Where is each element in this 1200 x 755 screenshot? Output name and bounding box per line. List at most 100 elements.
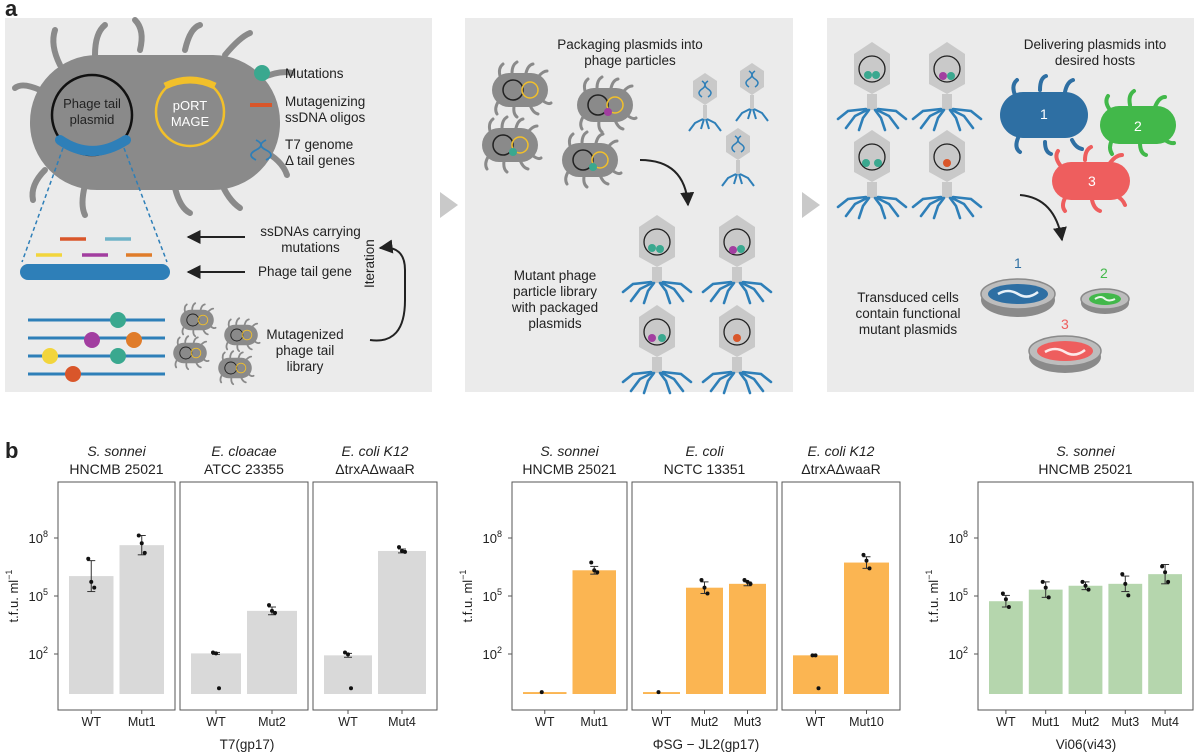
y-tick-label: 108 [483,529,502,546]
data-point [742,577,747,582]
data-point [1040,579,1045,584]
chart-title: HNCMB 25021 [69,461,163,477]
data-point [343,650,347,655]
data-point [748,581,753,586]
data-point [214,651,218,656]
bar [1108,583,1143,694]
data-point [346,652,350,657]
chart-title: ΔtrxAΔwaaR [335,461,414,477]
data-point [1080,579,1085,584]
y-axis-label: t.f.u. ml−1 [4,570,21,623]
x-tick-label: WT [338,715,358,729]
host-1-number: 1 [1040,106,1048,122]
data-point [1000,591,1005,596]
x-tick-label: Mut10 [849,715,884,729]
x-tick-label: Mut1 [580,715,608,729]
data-point [136,533,141,538]
data-point [267,603,271,608]
flow-chevron-1 [440,192,458,218]
y-tick-label: 102 [949,645,968,662]
data-point [1043,585,1048,590]
data-point [813,653,818,658]
y-tick-label: 102 [29,645,48,662]
bar [119,545,164,694]
phage-tail-plasmid-label: Phage tail plasmid [52,96,132,128]
mutation-dot-icon [254,65,270,81]
plate-1 [980,278,1056,317]
x-tick-label: WT [996,715,1016,729]
bar [191,653,241,694]
data-point [1003,597,1008,602]
data-point [699,577,704,582]
data-point [816,686,821,691]
mutant-library-label: Mutant phage particle library with packa… [495,268,615,332]
legend-oligos-line-2: ssDNA oligos [285,110,366,125]
legend-oligos: Mutagenizing ssDNA oligos [285,94,365,126]
library-line-1: Mutagenized [266,327,344,342]
packaging-title: Packaging plasmids into phage particles [530,37,730,69]
flow-chevron-2 [802,192,820,218]
plate-3-number: 3 [1061,316,1069,332]
data-point [589,560,594,565]
delivering-title-line-2: desired hosts [1054,53,1136,68]
host-cell-2 [1100,89,1176,157]
data-point [217,686,221,691]
data-point [1160,564,1165,569]
data-point [1046,595,1051,600]
data-point [656,690,661,695]
chart-title-italic: S. sonnei [87,443,146,459]
library-line-3: library [286,359,324,374]
chart-frame [179,481,309,711]
data-point [810,653,815,658]
chart-title-italic: E. coli K12 [808,443,875,459]
data-point [397,545,401,550]
legend-mutations: Mutations [285,66,344,82]
y-axis-label: t.f.u. ml−1 [458,570,475,623]
y-tick-label: 102 [483,645,502,662]
x-tick-label: Mut1 [1032,715,1060,729]
x-tick-label: WT [806,715,826,729]
bar [643,692,680,694]
panel-a-artwork [12,17,1176,395]
host-3-number: 3 [1088,173,1096,189]
plate-1-number: 1 [1014,255,1022,271]
y-tick-label: 105 [949,587,968,604]
data-point [349,686,353,691]
mutant-library-line-3: with packaged [511,300,599,315]
x-tick-label: WT [82,715,102,729]
packaging-title-line-1: Packaging plasmids into [557,37,703,52]
bar [793,655,838,694]
bar [1148,574,1182,694]
y-tick-label: 108 [29,529,48,546]
dna-helix-icon [250,139,272,161]
bar [989,601,1023,694]
data-point [1126,593,1131,598]
bar [324,655,372,694]
mutant-library-line-2: particle library [512,284,598,299]
bar [1068,585,1103,694]
plate-2-number: 2 [1100,265,1108,281]
chart-title: HNCMB 25021 [522,461,616,477]
group-x-label: Vi06(vi43) [1056,737,1117,752]
data-point [864,558,869,563]
data-point [89,579,94,584]
legend-t7-line-2: Δ tail genes [285,153,355,168]
ssdna-arrow-label: ssDNAs carrying mutations [248,224,373,256]
transduced-line-3: mutant plasmids [858,322,958,337]
bar [1028,589,1063,694]
x-tick-label: Mut2 [691,715,719,729]
chart-title-italic: S. sonnei [1056,443,1115,459]
data-point [1163,570,1168,575]
group-x-label: T7(gp17) [220,737,275,752]
port-label-line-2: MAGE [170,114,210,129]
x-tick-label: Mut1 [128,715,156,729]
chart-title-italic: E. coli [685,443,724,459]
bar [247,610,297,694]
transduced-label: Transduced cells contain functional muta… [838,290,978,338]
y-tick-label: 105 [29,587,48,604]
data-point [211,650,215,655]
x-tick-label: WT [652,715,672,729]
host-cell-1 [1000,74,1088,156]
mutant-library-line-4: plasmids [528,316,582,331]
